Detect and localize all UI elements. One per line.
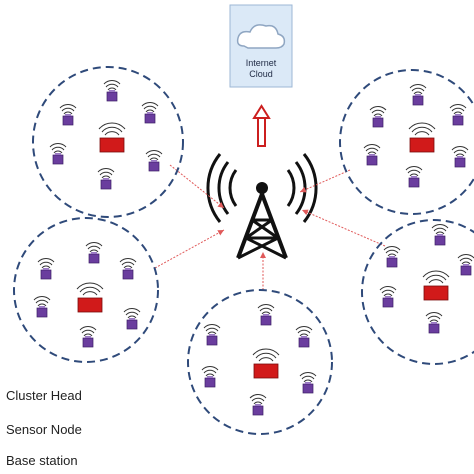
sensor-node-icon [98,169,114,189]
sensor-node-icon [104,81,120,101]
sensor-node-icon [80,327,96,347]
cloud-label-line1: Internet [245,58,277,68]
sensor-node-icon [250,395,266,415]
cluster-top-right [339,69,474,215]
sensor-node-icon [380,287,396,307]
sensor-node-icon [258,305,274,325]
sensor-node-icon [38,259,54,279]
cluster-links [154,164,386,290]
sensor-node-icon [296,327,312,347]
cluster-mid-left [13,217,159,363]
sensor-node-icon [458,255,474,275]
sensor-node-icon [120,259,136,279]
legend-sensor-node: Sensor Node [6,422,82,437]
cluster-top-left [32,66,184,218]
internet-cloud-icon [229,4,293,88]
cluster-mid-right [361,219,474,365]
sensor-node-icon [384,247,400,267]
sensor-node-icon [432,225,448,245]
sensor-node-icon [50,144,66,164]
internet-cloud-label: Internet Cloud [232,58,290,80]
sensor-node-icon [406,167,422,187]
sensor-node-icon [146,151,162,171]
sensor-node-icon [142,103,158,123]
sensor-node-icon [364,145,380,165]
cluster-head-icon [252,348,280,379]
sensor-node-icon [60,105,76,125]
cluster-head-icon [408,122,436,153]
legend-base-station: Base station [6,453,78,468]
sensor-node-icon [450,105,466,125]
legend-cluster-head: Cluster Head [6,388,82,403]
sensor-node-icon [410,85,426,105]
sensor-node-icon [124,309,140,329]
sensor-node-icon [86,243,102,263]
cloud-label-line2: Cloud [249,69,273,79]
sensor-node-icon [300,373,316,393]
sensor-node-icon [204,325,220,345]
sensor-node-icon [452,147,468,167]
sensor-node-icon [426,313,442,333]
sensor-node-icon [34,297,50,317]
cluster-bottom-center [187,289,333,435]
cluster-head-icon [76,282,104,313]
cluster-head-icon [422,270,450,301]
sensor-node-icon [202,367,218,387]
uplink-arrow [252,104,271,147]
cluster-head-icon [98,122,126,153]
sensor-node-icon [370,107,386,127]
base-station-tower-icon [206,153,318,260]
